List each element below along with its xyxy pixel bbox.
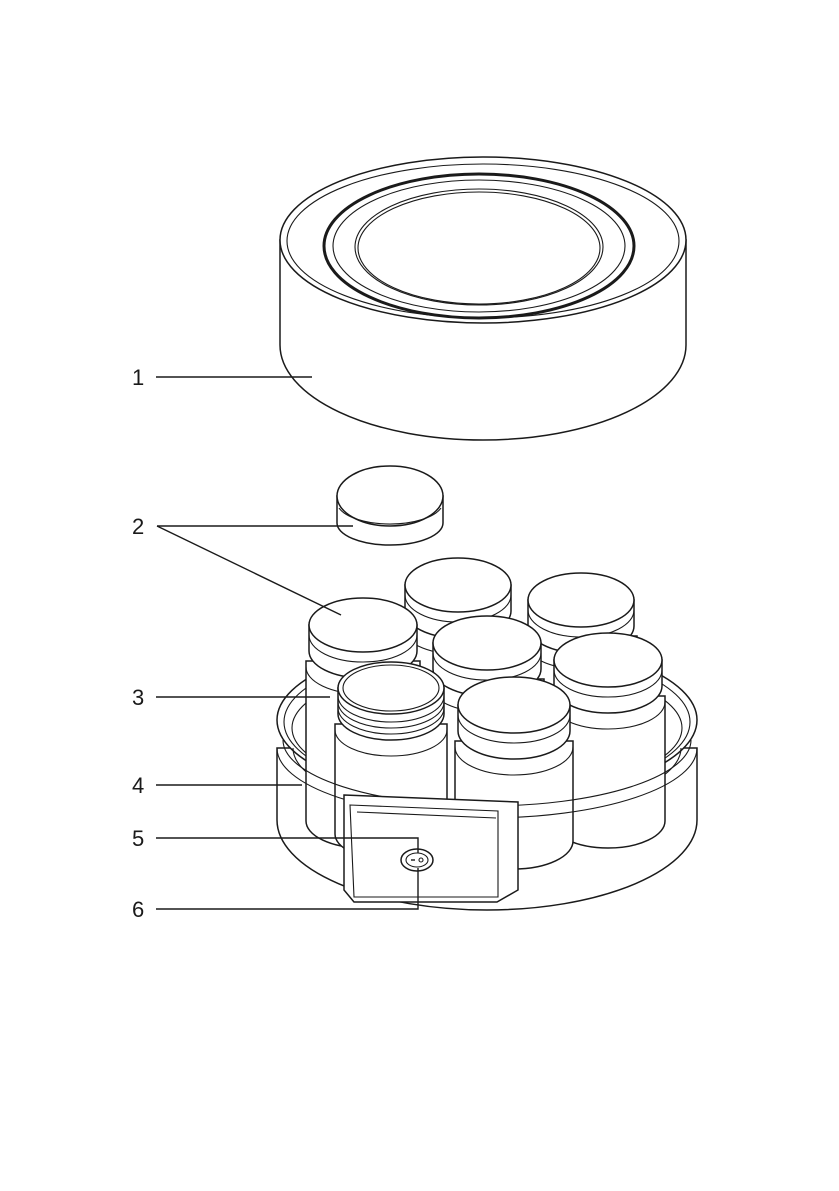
- main-lid: [280, 157, 686, 440]
- callout-3-label: 3: [132, 687, 144, 709]
- callout-2-label: 2: [132, 516, 144, 538]
- callout-4-label: 4: [132, 775, 144, 797]
- callout-5-label: 5: [132, 828, 144, 850]
- power-switch[interactable]: [401, 849, 433, 871]
- callout-1-label: 1: [132, 367, 144, 389]
- callout-6-label: 6: [132, 899, 144, 921]
- control-panel: [344, 795, 518, 902]
- jar-cap: [337, 466, 443, 545]
